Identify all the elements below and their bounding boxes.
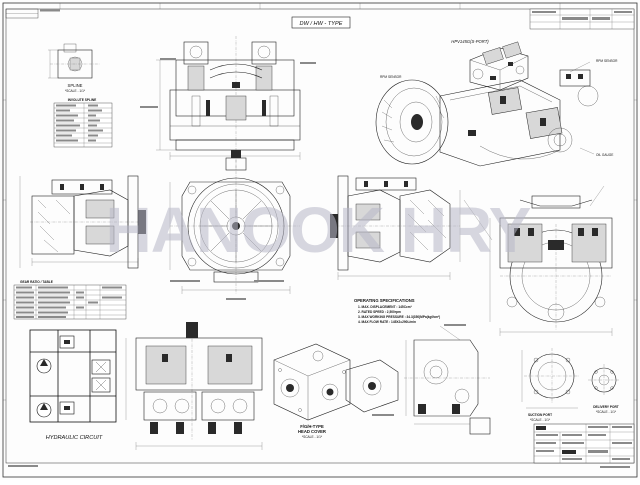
specs-heading: OPERATING SPECIFICATIONS [354,298,415,303]
head-cover-title: F/G/H-TYPE [300,424,324,429]
model-label: HPV145G(S-PORT) [451,39,489,44]
spec-line-3: 3. MAX WORKING PRESSURE : 34.3(350)MPa(k… [358,315,440,319]
involute-table-title: INVOLUTE SPLINE [68,98,97,102]
spline-title: SPLINE [68,83,83,88]
title-box: DW / HW - TYPE [291,16,351,29]
spline-scale: *SCALE - 1/1* [65,89,86,93]
head-cover-scale: *SCALE - 1/1* [302,435,323,439]
oil-gauge-label: OIL GAUGE [596,153,613,157]
suction-port-title: SUCTION PORT [528,413,552,417]
pump-bottom-view [125,322,263,450]
header-block [529,8,635,30]
bottom-edge-marks [8,9,630,468]
gear-ratio-table: GEAR RATIO / TABLE [13,280,127,320]
operating-specifications: OPERATING SPECIFICATIONS 1. MAX. DISPLAC… [354,298,440,324]
hydraulic-circuit: HYDRAULIC CIRCUIT [29,329,117,441]
pump-front-view [169,150,300,300]
delivery-port-scale: *SCALE - 1/1* [596,410,617,414]
isometric-large-view: RPM SENSOR RPM SENSOR OIL GAUGE [375,59,618,167]
spec-line-2: 2. RATED SPEED : 2,500rpm [358,310,401,314]
isometric-small-view: HPV145G(S-PORT) [451,39,529,91]
head-cover-subtitle: HEAD COVER [298,429,326,434]
revision-box [5,8,39,19]
pump-top-view [140,36,316,170]
delivery-port-view: DELIVERY PORT *SCALE - 1/1* [588,364,620,414]
title-box-text: DW / HW - TYPE [300,21,343,27]
title-block [533,423,635,464]
spec-line-1: 1. MAX. DISPLACEMENT : 145Ccm³ [358,305,412,309]
suction-port-view: SUCTION PORT *SCALE - 1/1* [521,348,580,422]
watermark-text: HANOOK HRY [106,194,531,266]
gear-table-title: GEAR RATIO / TABLE [20,280,53,284]
delivery-port-title: DELIVERY PORT [593,405,619,409]
rpm-sensor-label-1: RPM SENSOR [596,59,618,63]
sheet-border [2,2,638,478]
pump-left-side-view [19,175,146,269]
suction-port-scale: *SCALE - 1/1* [530,418,551,422]
rpm-sensor-label-2: RPM SENSOR [380,75,402,79]
hydraulic-circuit-title: HYDRAULIC CIRCUIT [46,435,103,441]
pump-right-side-view [330,175,461,280]
port-section-views [345,324,491,435]
spec-line-4: 4. MAX FLOW RATE : 145X2=290L/min [358,320,416,324]
pump-rear-view [463,185,613,336]
head-cover-view: F/G/H-TYPE HEAD COVER *SCALE - 1/1* [273,343,351,439]
spline-detail: SPLINE *SCALE - 1/1* [48,43,100,93]
involute-spline-table: INVOLUTE SPLINE [53,98,113,148]
